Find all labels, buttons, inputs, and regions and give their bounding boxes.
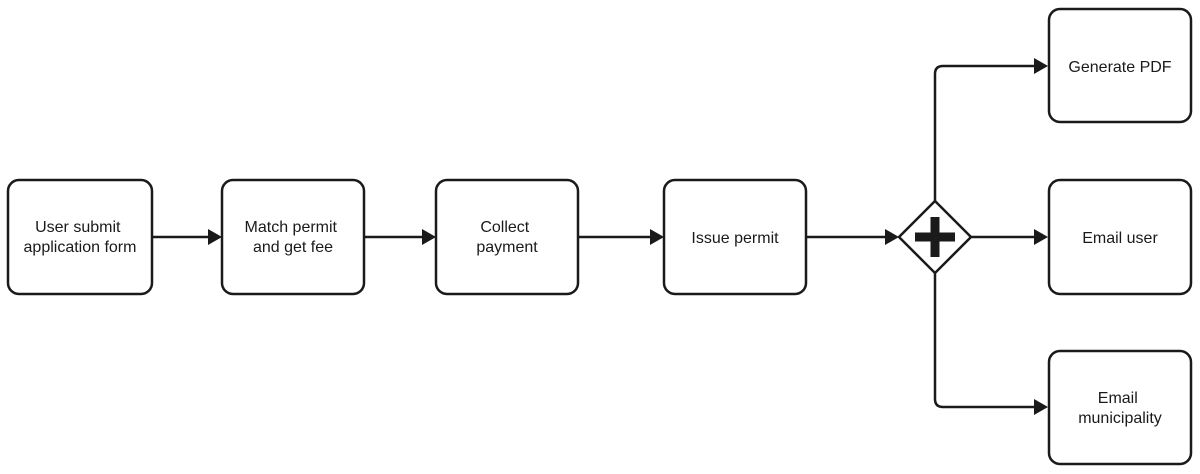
task-match-permit[interactable]: Match permit and get fee <box>220 178 366 296</box>
task-collect-payment[interactable]: Collect payment <box>434 178 580 296</box>
plus-icon <box>915 217 955 257</box>
task-label: User submit application form <box>24 219 137 256</box>
flow-gateway-to-pdf <box>933 64 1036 201</box>
task-submit-application[interactable]: User submit application form <box>6 178 154 296</box>
task-email-user[interactable]: Email user <box>1047 178 1193 296</box>
task-label: Email municipality <box>1078 390 1162 427</box>
flow-gateway-to-email-municipality <box>933 273 1036 409</box>
task-generate-pdf[interactable]: Generate PDF <box>1047 7 1193 124</box>
task-label: Email user <box>1082 230 1158 247</box>
task-label: Collect payment <box>476 219 538 256</box>
arrowhead-gateway-to-email-user <box>1034 229 1048 245</box>
task-email-municipality[interactable]: Email municipality <box>1047 349 1193 466</box>
arrowhead-issue-to-gateway <box>885 229 899 245</box>
parallel-gateway[interactable] <box>897 199 973 275</box>
task-label: Issue permit <box>691 230 779 247</box>
task-issue-permit[interactable]: Issue permit <box>662 178 808 296</box>
arrowhead-submit-to-match <box>208 229 222 245</box>
arrowhead-match-to-payment <box>422 229 436 245</box>
task-label: Generate PDF <box>1068 59 1171 76</box>
task-label: Match permit and get fee <box>245 219 342 256</box>
arrowhead-gateway-to-email-municipality <box>1034 399 1048 415</box>
arrowhead-payment-to-issue <box>650 229 664 245</box>
sequence-flows <box>153 58 1048 415</box>
arrowhead-gateway-to-pdf <box>1034 58 1048 74</box>
